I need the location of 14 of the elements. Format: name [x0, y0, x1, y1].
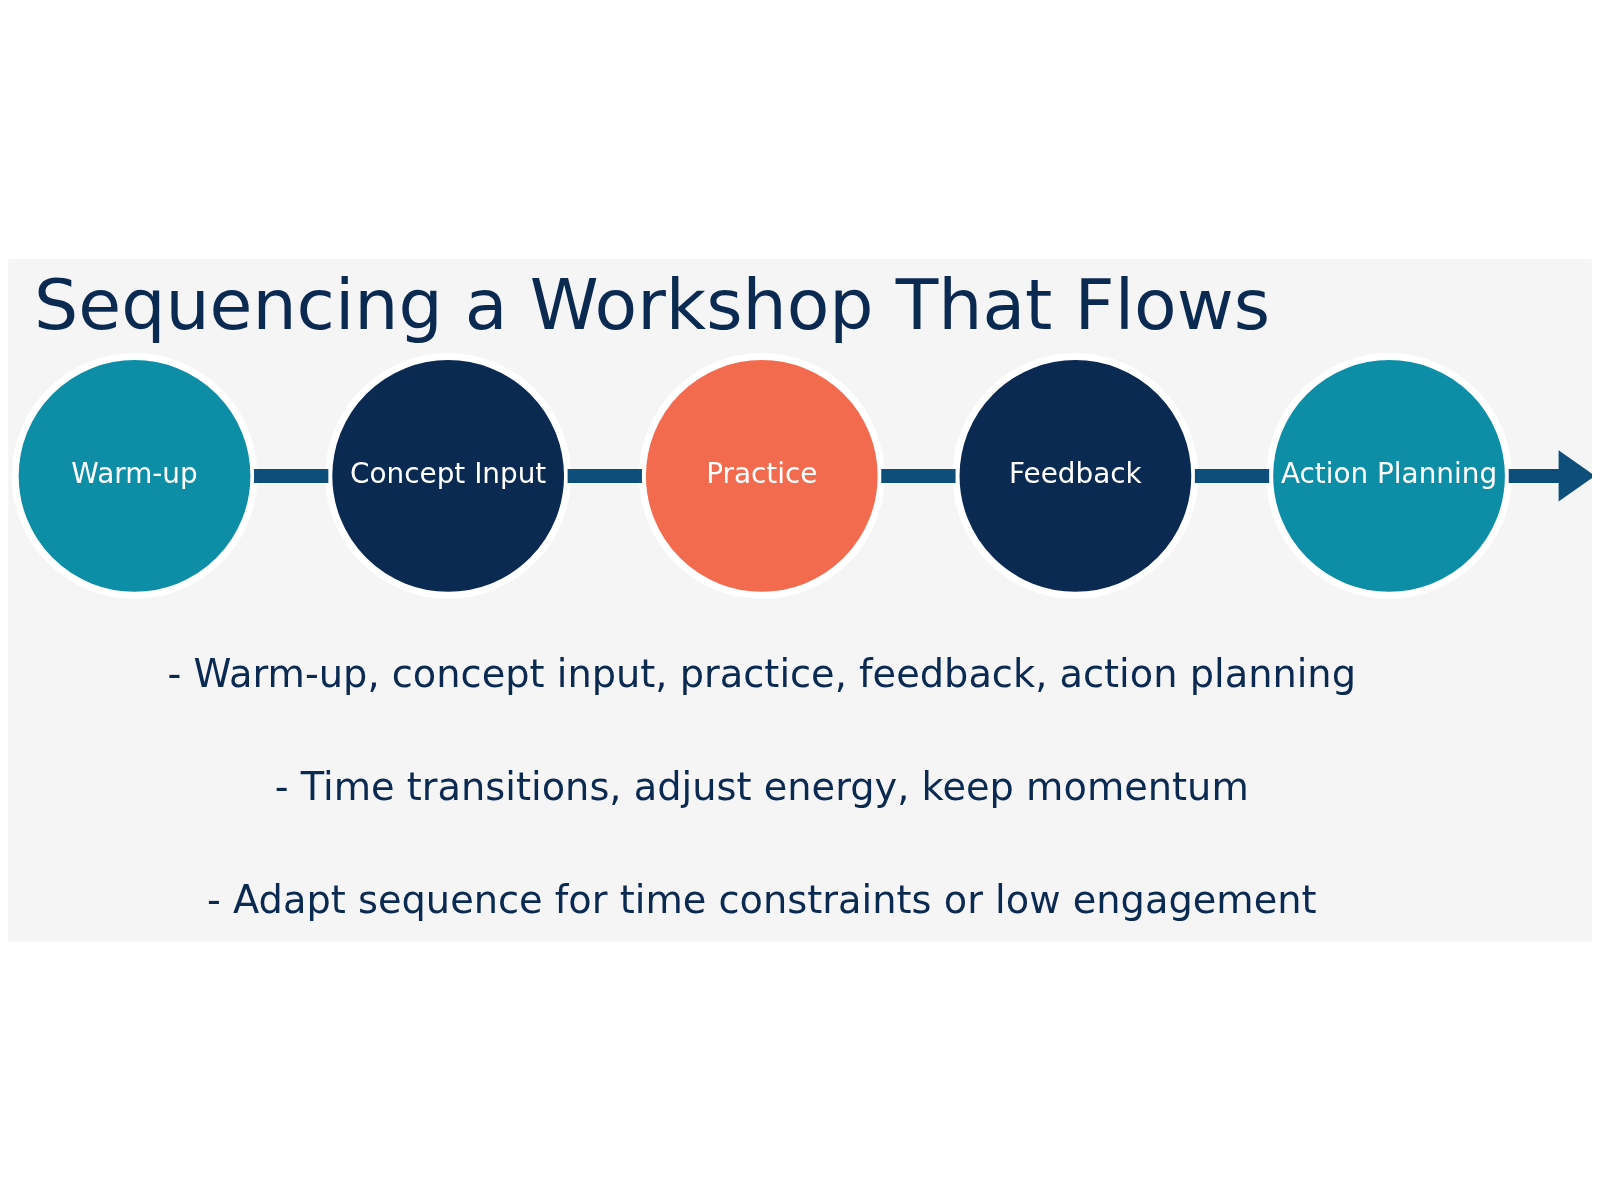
- node-circle: Action Planning: [1266, 352, 1512, 599]
- node-circle: Concept Input: [325, 352, 571, 599]
- connector: [567, 468, 642, 483]
- label: - Warm-up, concept input, practice, feedback, action planning: [167, 650, 1356, 696]
- label: - Adapt sequence for time constraints or low engagement: [207, 876, 1317, 922]
- node-circle: Practice: [638, 352, 885, 599]
- connector: [881, 468, 956, 483]
- label: - Time transitions, adjust energy, keep momentum: [274, 763, 1249, 809]
- node-circle: Feedback: [952, 352, 1199, 599]
- connector: [254, 468, 329, 483]
- arrow: [1508, 449, 1592, 501]
- diagram-title: Sequencing a Workshop That Flows: [34, 263, 1270, 345]
- connector: [1194, 468, 1270, 483]
- node-circle: Warm-up: [11, 352, 258, 599]
